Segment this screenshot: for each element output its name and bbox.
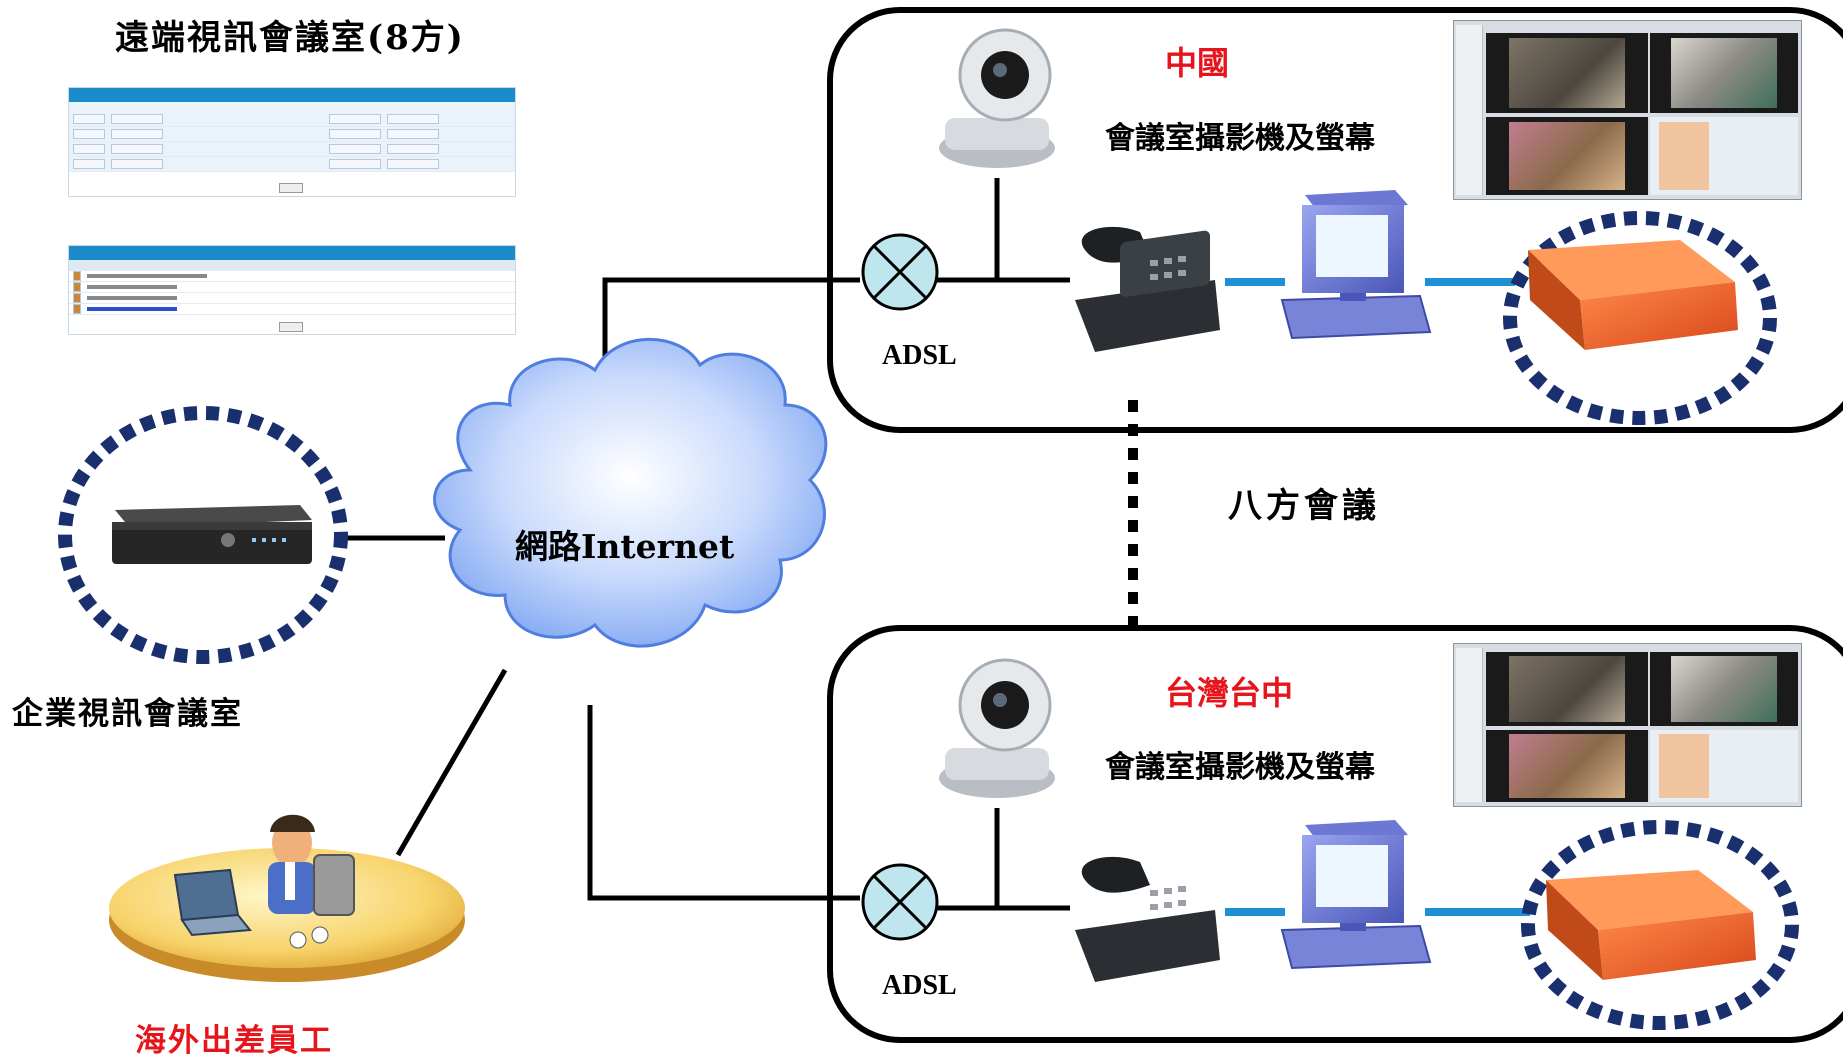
computer-icon: [1280, 190, 1432, 340]
adsl-label-china: ADSL: [882, 340, 957, 371]
china-devices: [861, 28, 1738, 352]
ip-camera-icon: [939, 28, 1055, 168]
site-name-taichung: 台灣台中: [1165, 674, 1294, 712]
telephone-icon: [1075, 856, 1220, 982]
computer-icon: [1280, 820, 1432, 970]
china-monitor-screen: [1453, 20, 1802, 200]
enterprise-ring: [58, 406, 348, 664]
taichung-monitor-screen: [1453, 643, 1802, 807]
site-subtitle-taichung: 會議室攝影機及螢幕: [1105, 750, 1375, 785]
site-name-china: 中國: [1165, 44, 1230, 82]
internet-cloud-label: 網路Internet: [515, 527, 735, 566]
site-subtitle-china: 會議室攝影機及螢幕: [1105, 121, 1375, 156]
meeting-room-settings-thumbnail: [68, 87, 516, 197]
adsl-modem-icon: [861, 863, 939, 941]
ip-camera-icon: [939, 658, 1055, 798]
eight-party-label: 八方會議: [1228, 486, 1380, 526]
adsl-label-taichung: ADSL: [882, 970, 957, 1001]
mcu-device-icon: [112, 505, 312, 564]
telephone-icon: [1075, 226, 1220, 352]
page-title: 遠端視訊會議室(8方): [115, 18, 465, 58]
china-site-box: [827, 7, 1843, 433]
internet-cloud-icon: [433, 337, 828, 648]
traveler-label: 海外出差員工: [135, 1023, 333, 1059]
meeting-list-thumbnail: [68, 245, 516, 335]
adsl-modem-icon: [861, 233, 939, 311]
blue-links: [1225, 278, 1530, 916]
china-codec-ring: [1503, 211, 1777, 425]
taichung-codec-ring: [1521, 820, 1799, 1030]
business-traveler-icon: [109, 814, 465, 982]
video-codec-box-icon: [1528, 116, 1738, 350]
taichung-site-box: [827, 625, 1843, 1043]
dotted-rings: [58, 211, 1799, 1030]
enterprise-label: 企業視訊會議室: [12, 696, 243, 732]
